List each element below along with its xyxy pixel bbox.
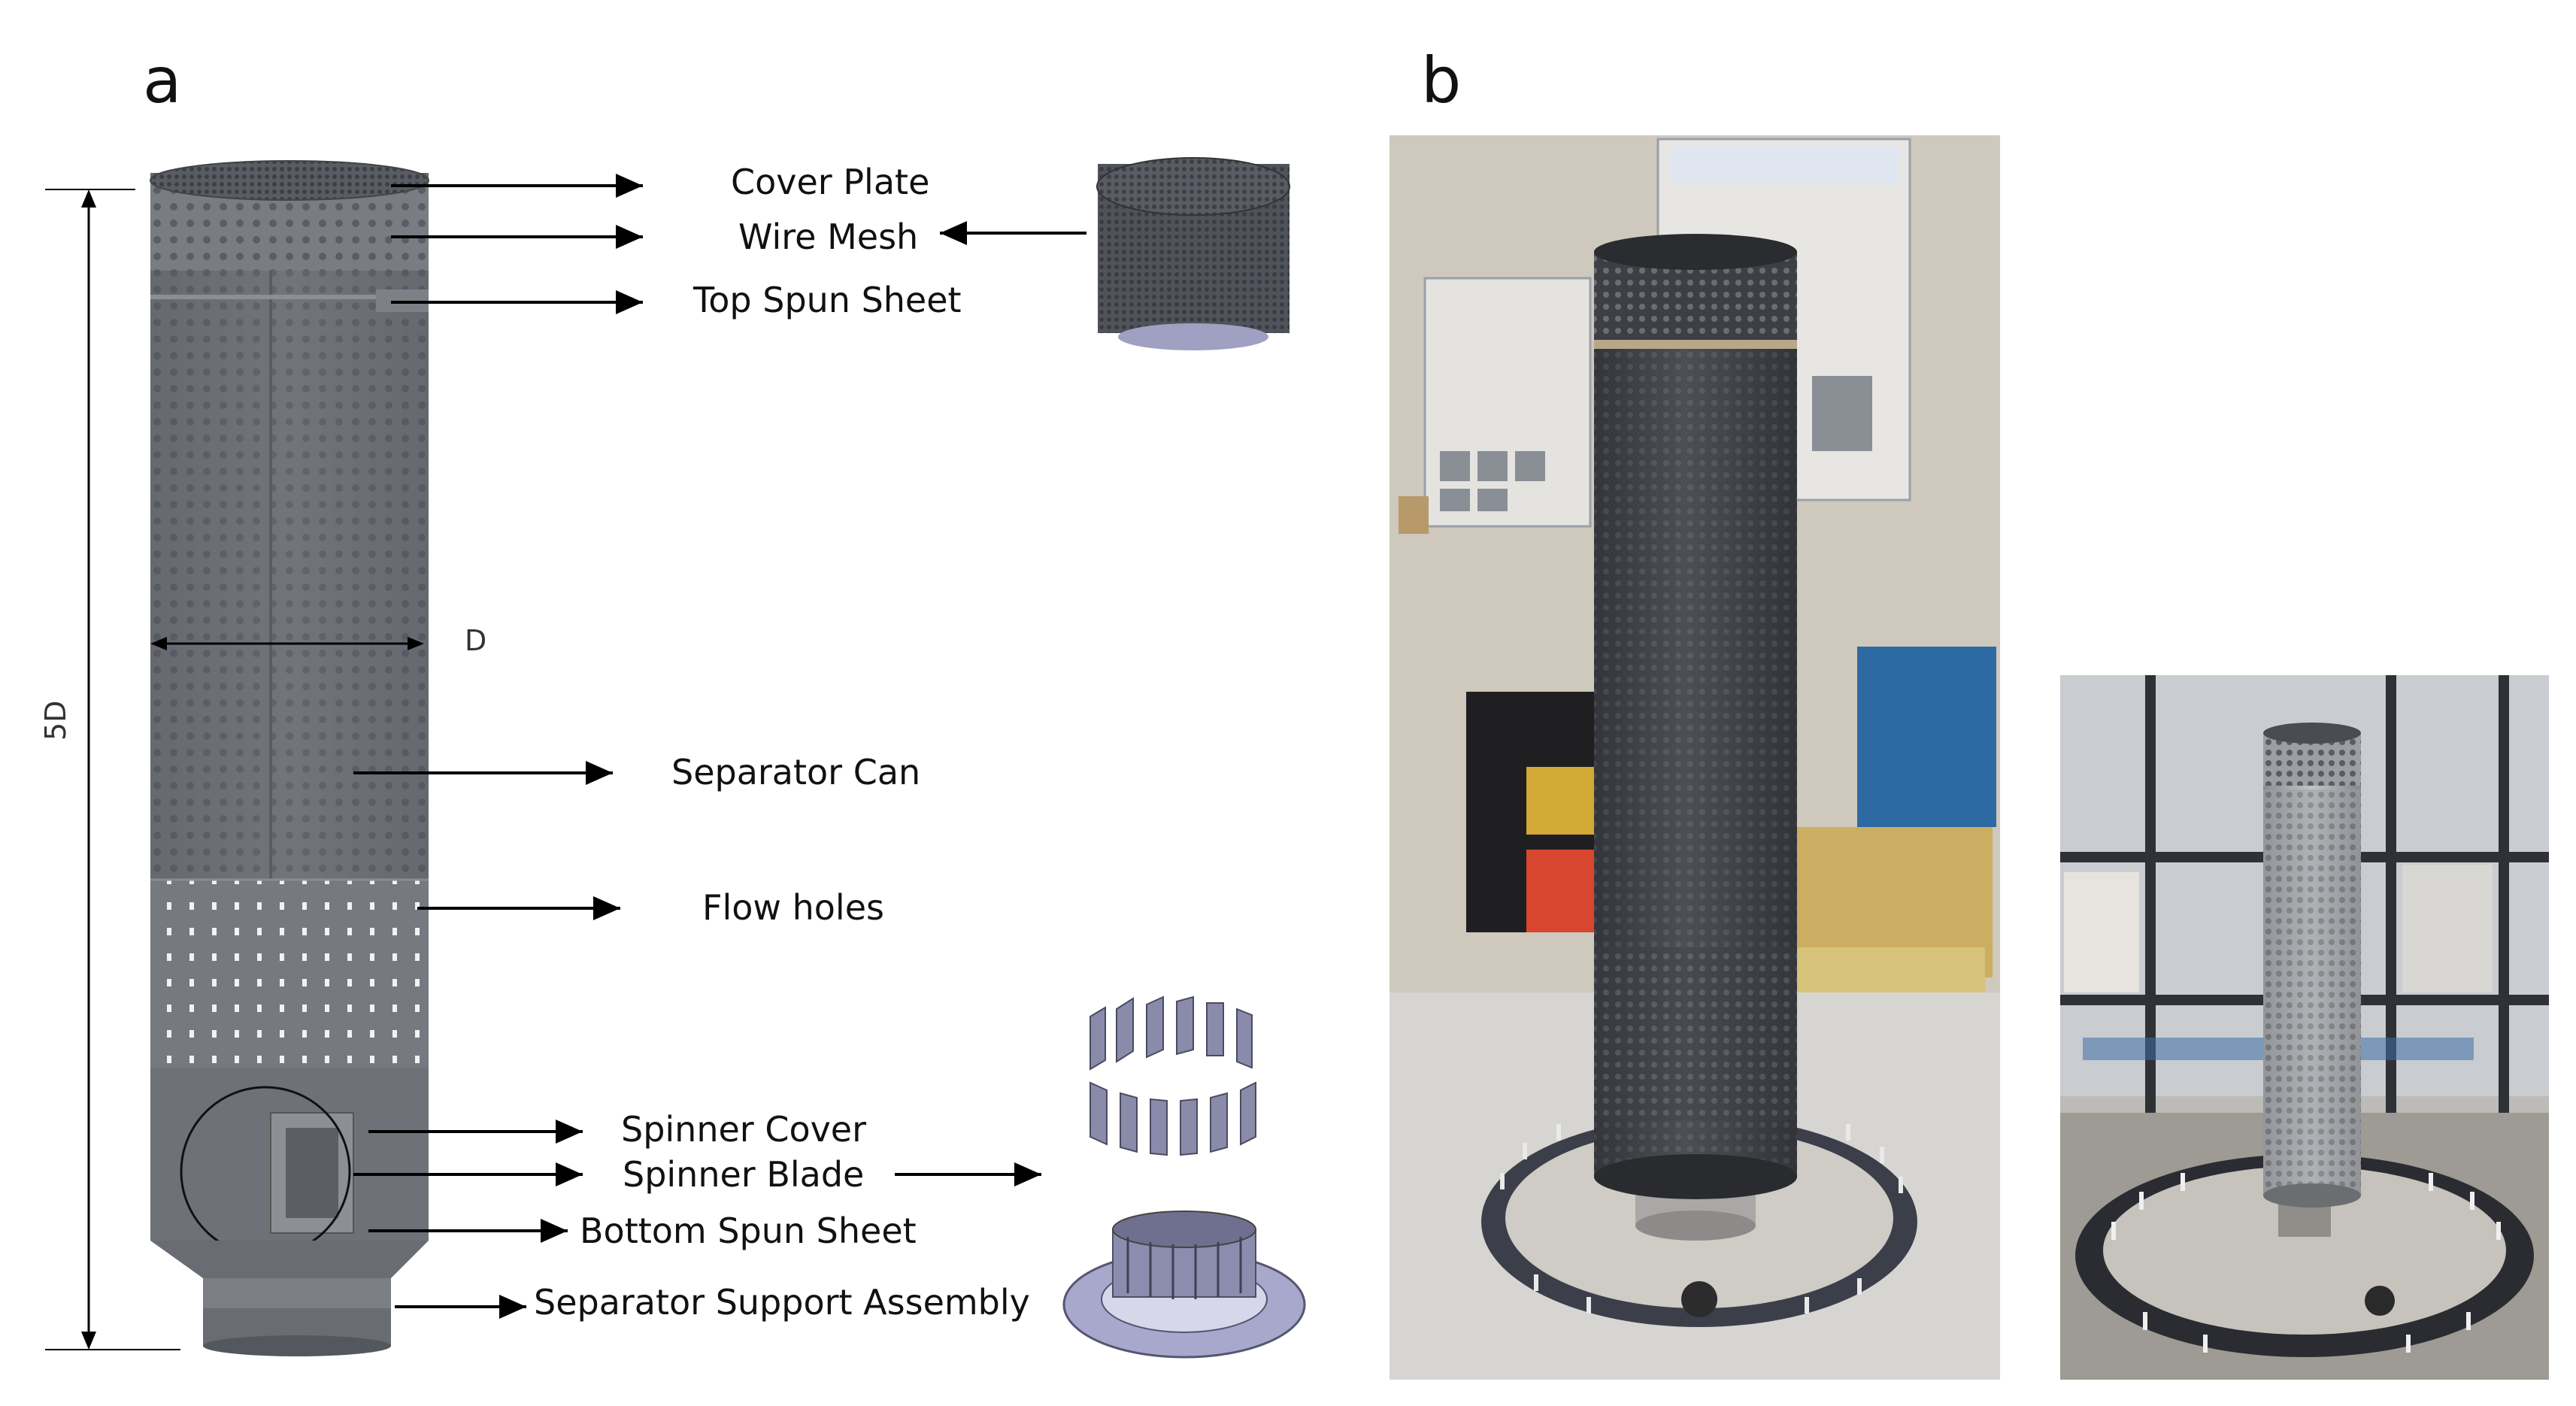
label-bottom-spun-sheet: Bottom Spun Sheet (580, 1211, 917, 1251)
label-spinner-cover: Spinner Cover (621, 1109, 867, 1150)
label-separator-support-assembly: Separator Support Assembly (534, 1282, 1030, 1323)
pointer-arrows (353, 174, 1086, 1319)
height-label: 5D (39, 700, 72, 741)
label-cover-plate: Cover Plate (731, 162, 930, 202)
photo-installed-separator (2060, 675, 2549, 1380)
cad-separator-model (150, 160, 429, 1356)
panel-letter-a: a (143, 44, 182, 117)
spinner-cover-thumbnail (1062, 1211, 1306, 1359)
diameter-label: D (465, 624, 487, 657)
panel-letter-b: b (1421, 44, 1462, 117)
photo-lab-separator (1390, 135, 2000, 1380)
flow-holes-region (150, 880, 429, 1068)
label-top-spun-sheet: Top Spun Sheet (693, 280, 962, 320)
height-dimension (45, 189, 180, 1350)
label-wire-mesh: Wire Mesh (738, 217, 919, 257)
diameter-dimension (150, 637, 424, 650)
spinner-blade-thumbnail (1089, 995, 1256, 1156)
label-spinner-blade: Spinner Blade (623, 1154, 865, 1195)
label-flow-holes: Flow holes (702, 887, 884, 928)
wire-mesh-thumbnail (1096, 157, 1290, 350)
cover-plate-shape (150, 160, 429, 201)
label-separator-can: Separator Can (671, 752, 921, 792)
